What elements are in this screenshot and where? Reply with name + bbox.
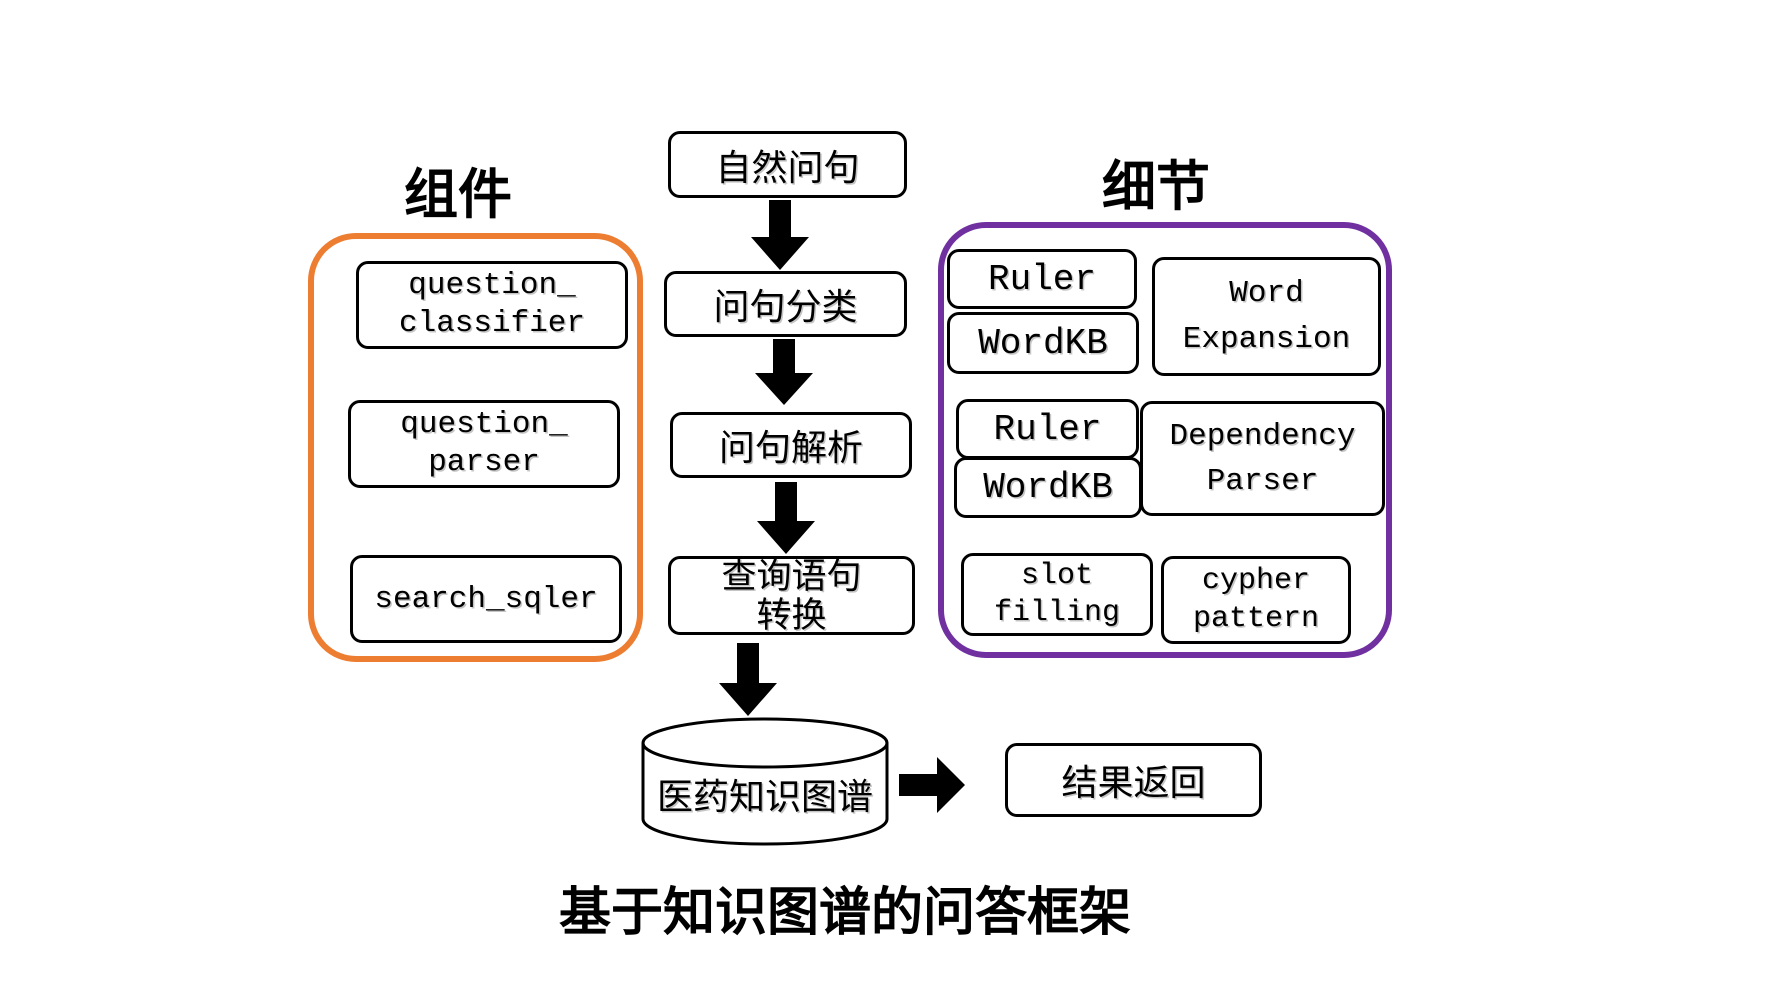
detail-box-word-expansion: Word Expansion	[1152, 257, 1381, 376]
detail-box-dependency-parser: Dependency Parser	[1140, 401, 1385, 516]
details-panel	[938, 222, 1392, 658]
details-heading: 细节	[1102, 157, 1210, 217]
components-panel	[308, 233, 643, 662]
flow-node-result-return: 结果返回	[1005, 743, 1262, 817]
right-arrow-icon	[899, 757, 965, 813]
components-heading: 组件	[404, 165, 512, 225]
detail-box-cypher-pattern: cypher pattern	[1161, 556, 1351, 644]
flow-node-question-classification: 问句分类	[664, 271, 907, 337]
down-arrow-icon	[719, 643, 777, 716]
detail-box-ruler-2: Ruler	[956, 399, 1139, 459]
detail-box-ruler-1: Ruler	[947, 249, 1137, 309]
cylinder-shape	[641, 717, 889, 846]
down-arrow-icon	[755, 339, 813, 405]
knowledge-graph-cylinder: 医药知识图谱	[640, 716, 890, 848]
down-arrow-icon	[751, 200, 809, 270]
flow-node-natural-question: 自然问句	[668, 131, 907, 198]
detail-box-slot-filling: slot filling	[961, 553, 1153, 636]
component-box-question-parser: question_ parser	[348, 400, 620, 488]
component-box-search-sqler: search_sqler	[350, 555, 622, 643]
down-arrow-icon	[757, 482, 815, 554]
knowledge-graph-label: 医药知识图谱	[656, 776, 873, 817]
component-box-question-classifier: question_ classifier	[356, 261, 628, 349]
diagram-title: 基于知识图谱的问答框架	[558, 884, 1131, 942]
flow-node-question-parsing: 问句解析	[670, 412, 912, 478]
detail-box-wordkb-1: WordKB	[947, 312, 1139, 374]
flow-node-query-conversion: 查询语句 转换	[668, 556, 915, 635]
detail-box-wordkb-2: WordKB	[954, 457, 1142, 518]
